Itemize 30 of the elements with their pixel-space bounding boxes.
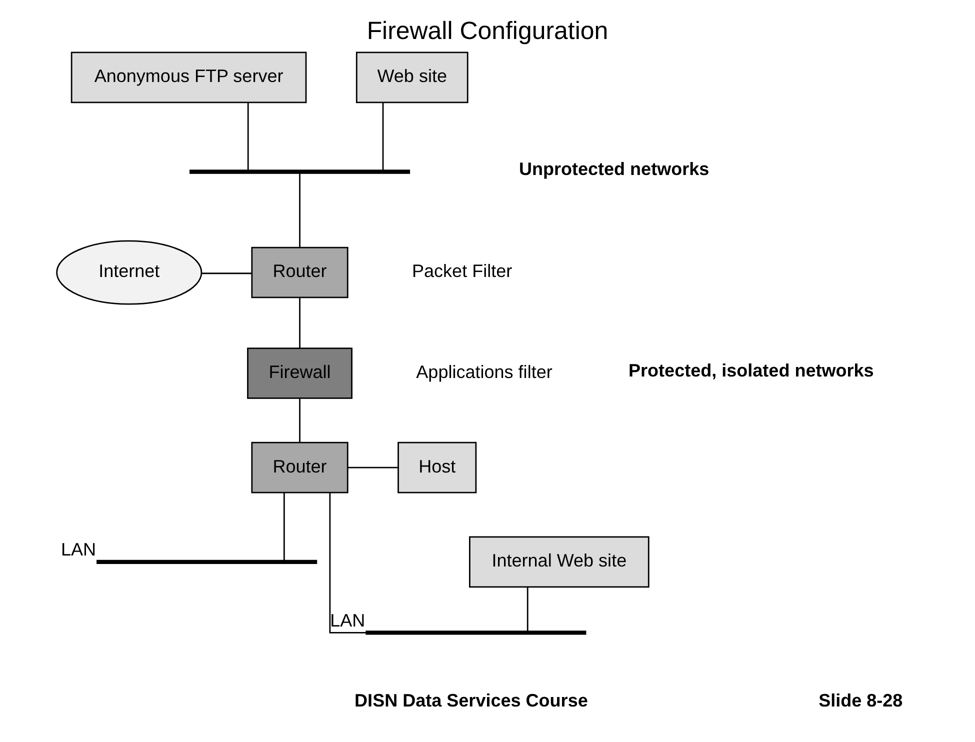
node-box: Host: [398, 442, 477, 494]
label: Unprotected networks: [518, 159, 710, 180]
node-box: Router: [251, 246, 348, 298]
connector: [299, 298, 300, 348]
node-box: Firewall: [247, 348, 352, 399]
label: Protected, isolated networks: [628, 360, 874, 381]
node-label: Applications filter: [416, 362, 552, 382]
node-label: LAN: [330, 610, 366, 630]
label: Slide 8-28: [818, 690, 903, 711]
connector: [299, 173, 300, 248]
label: DISN Data Services Course: [354, 690, 588, 711]
node-box: Router: [251, 442, 348, 494]
connector: [202, 272, 252, 274]
node-bar: [96, 560, 318, 564]
connector: [299, 398, 300, 442]
connector: [283, 492, 285, 560]
connector: [382, 102, 384, 170]
node-box: Anonymous FTP server: [70, 52, 307, 104]
node-box: Web site: [356, 52, 468, 104]
diagram-title: Firewall Configuration: [366, 17, 608, 46]
node-label: Packet Filter: [412, 261, 512, 282]
node-bar: [366, 630, 586, 635]
node-bar: [189, 170, 410, 174]
connector: [348, 466, 398, 468]
connector: [329, 492, 366, 634]
node-ellipse: Internet: [56, 240, 202, 305]
node-label: LAN: [60, 540, 96, 560]
node-box: Internal Web site: [469, 536, 650, 588]
connector: [247, 102, 249, 170]
connector: [526, 587, 528, 632]
